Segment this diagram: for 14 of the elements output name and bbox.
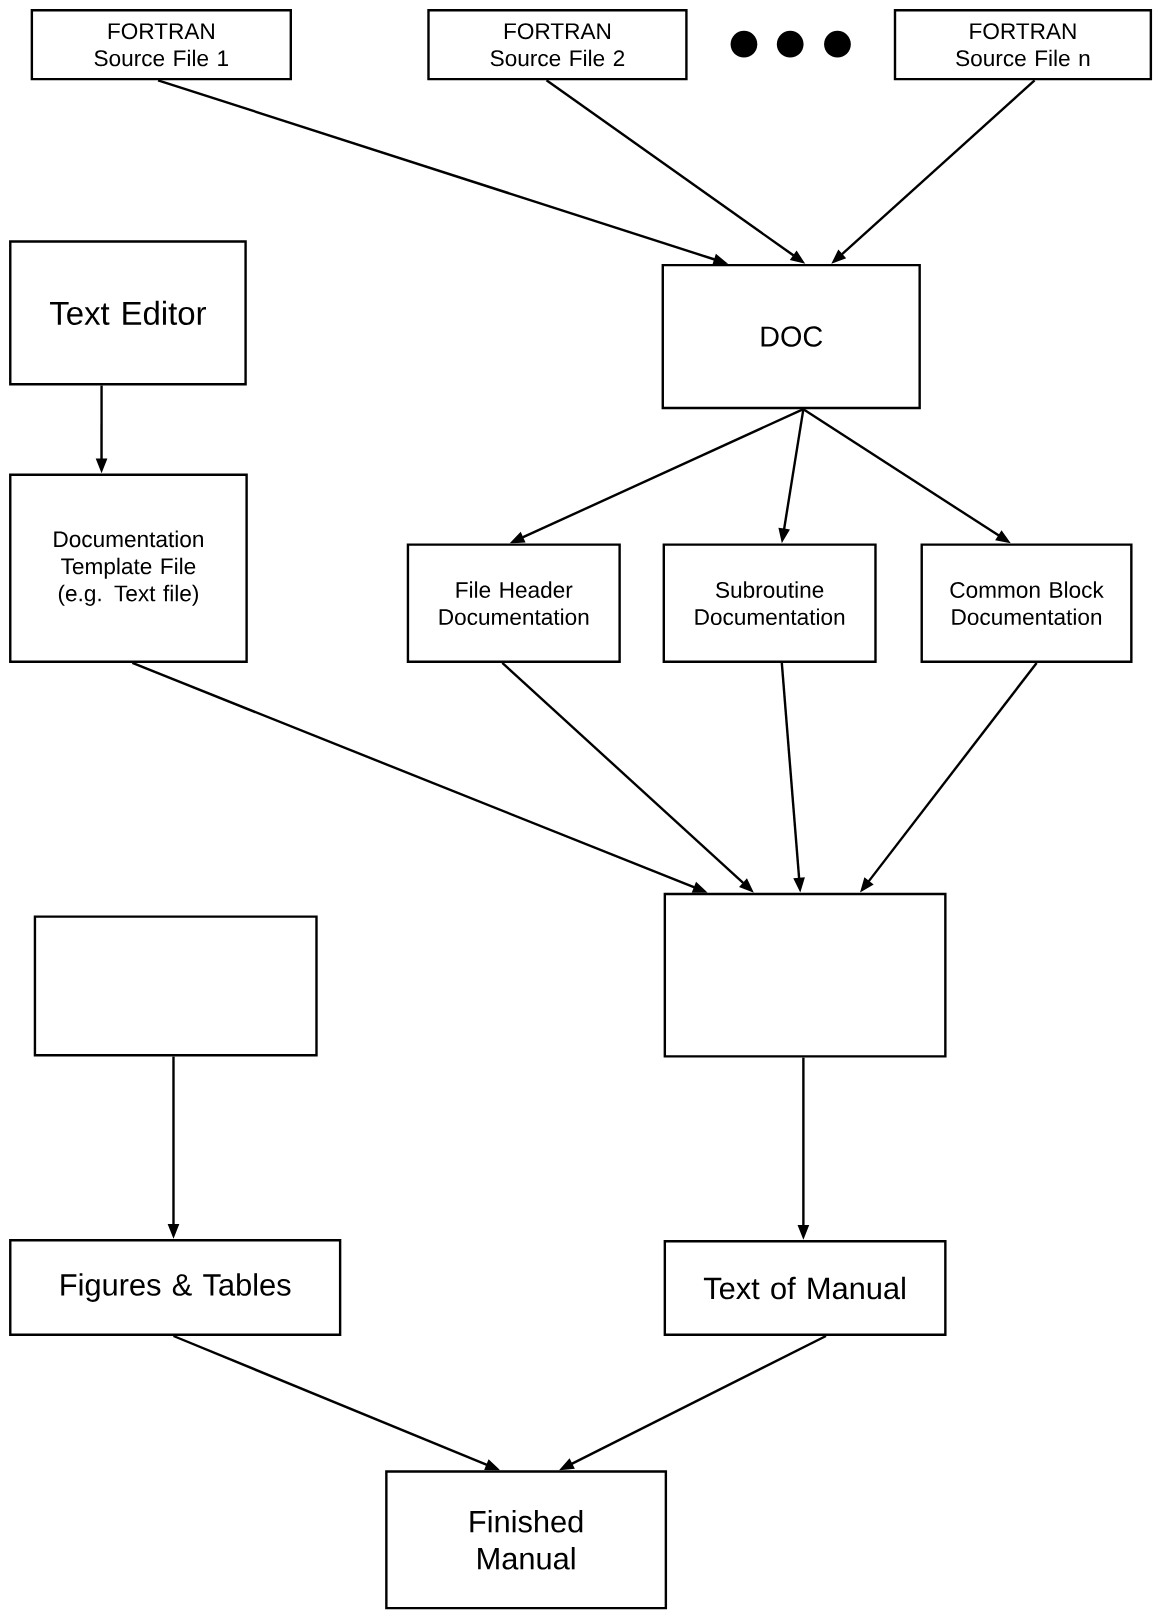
process-box: Common Block Documentation <box>920 543 1133 663</box>
process-box: Subroutine Documentation <box>662 543 877 663</box>
process-box: Text Editor <box>9 240 247 386</box>
process-box: FORTRAN Source File 2 <box>427 9 688 81</box>
empty-box <box>33 915 318 1057</box>
process-box: FORTRAN Source File n <box>893 9 1153 81</box>
process-box: File Header Documentation <box>406 543 621 663</box>
process-box: DOC <box>661 263 921 410</box>
process-box: FORTRAN Source File 1 <box>30 9 292 81</box>
empty-box <box>663 892 947 1058</box>
process-box: Finished Manual <box>385 1470 668 1610</box>
process-box: Figures & Tables <box>9 1239 342 1336</box>
process-box: Text of Manual <box>663 1240 947 1336</box>
process-box: Documentation Template File (e.g. Text file) <box>9 473 248 663</box>
